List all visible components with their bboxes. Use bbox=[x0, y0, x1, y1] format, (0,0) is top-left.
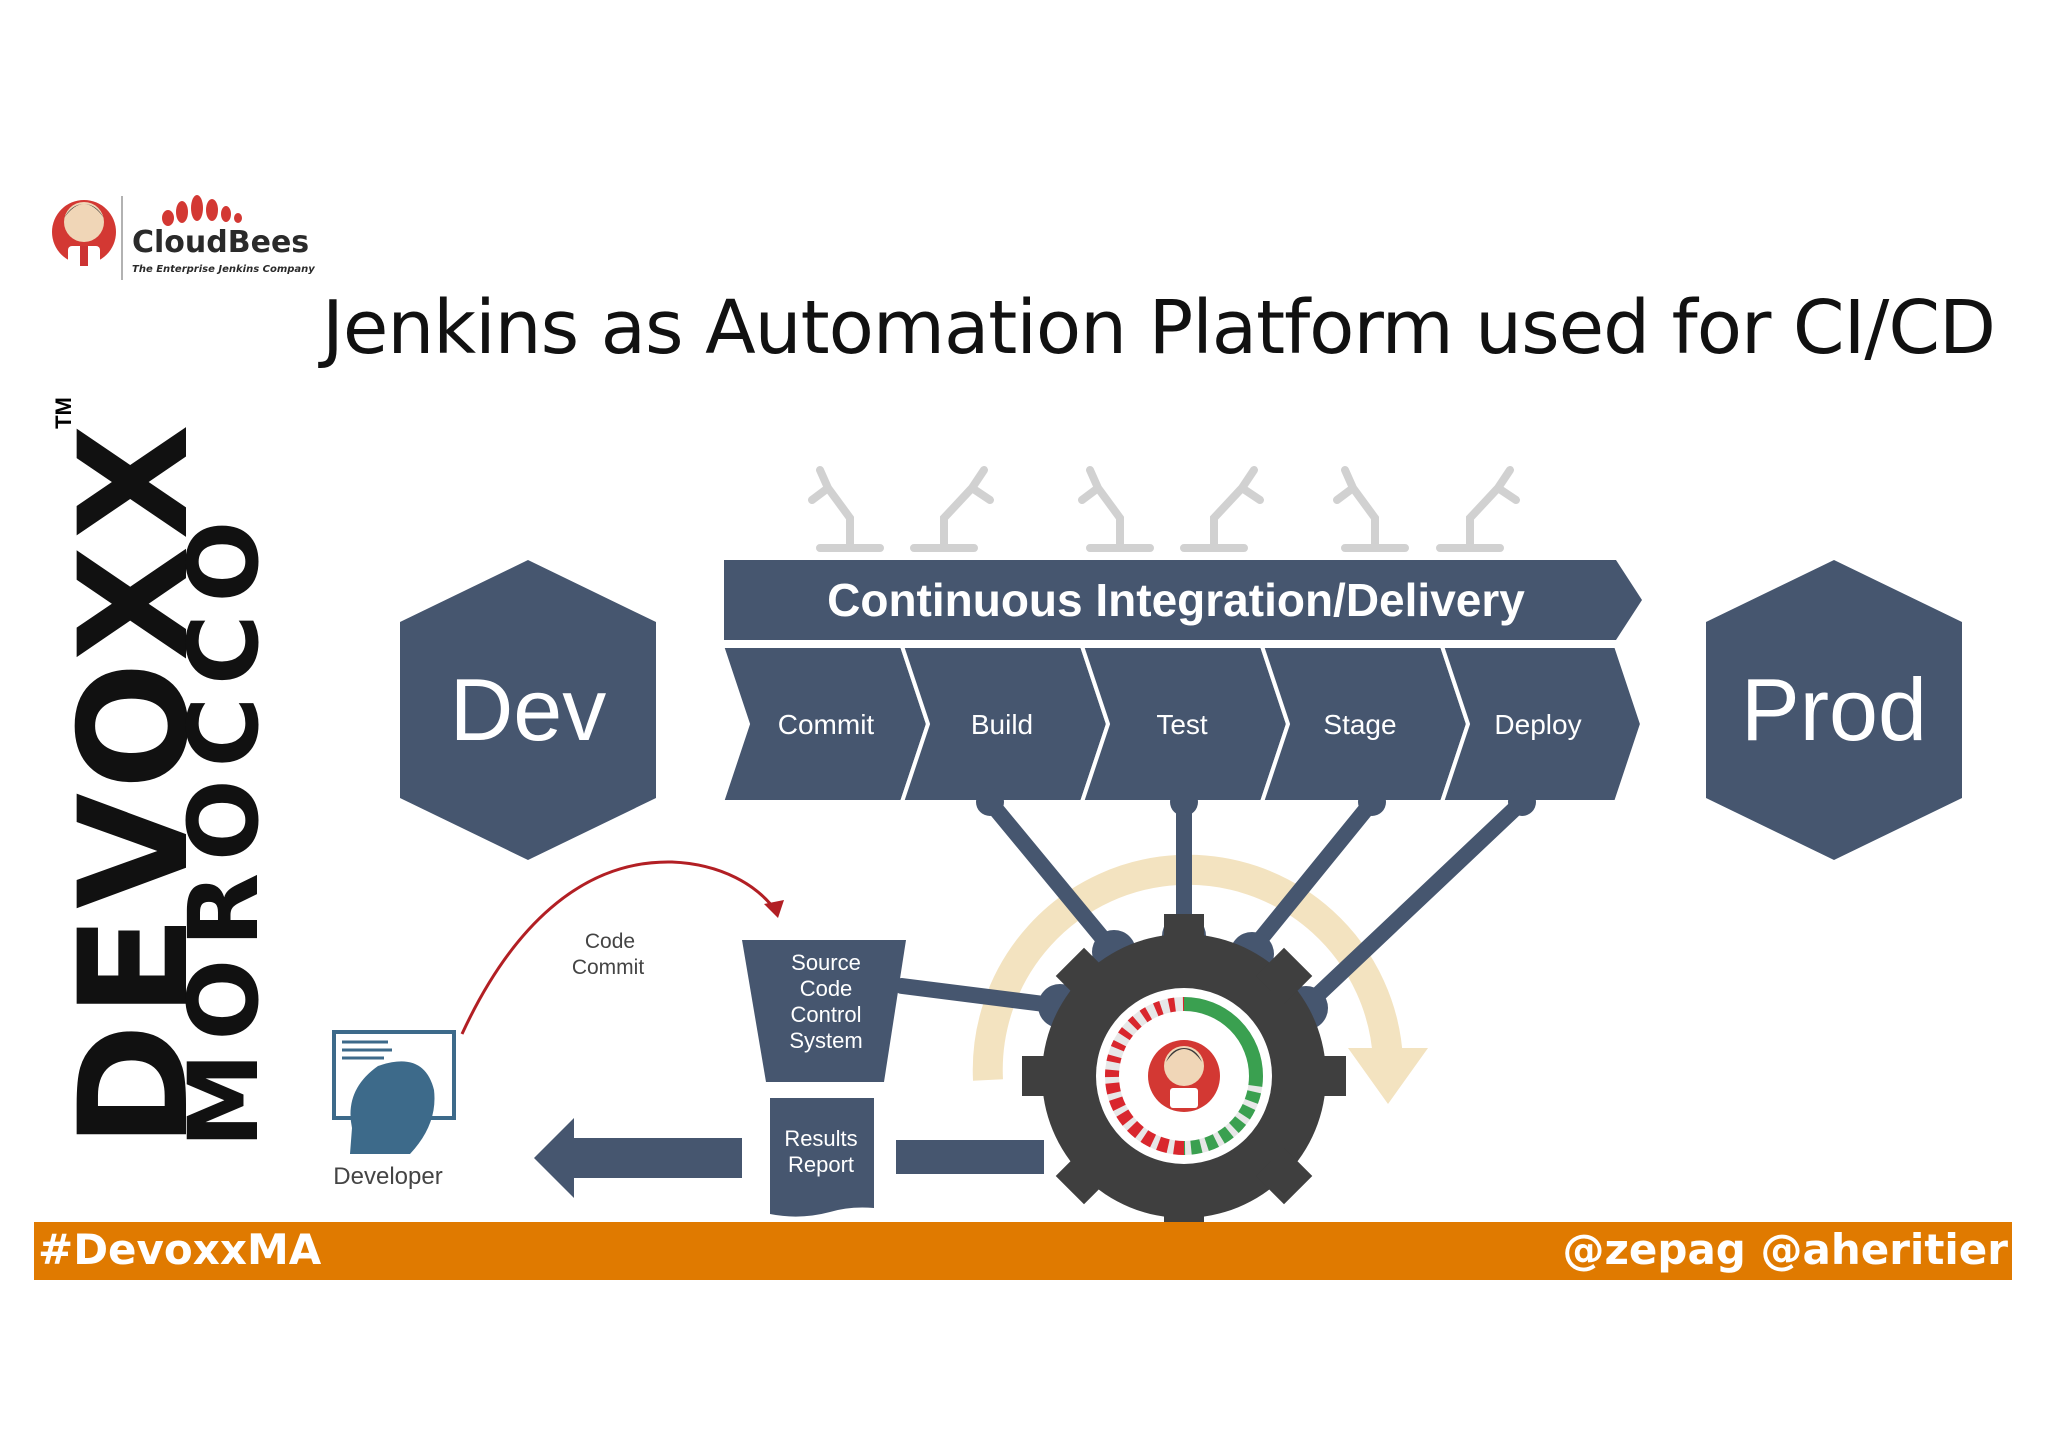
trademark-mark: TM bbox=[50, 397, 76, 429]
results-to-developer-arrow bbox=[534, 1118, 742, 1198]
stage-label-stage: Stage bbox=[1323, 709, 1396, 740]
code-commit-label-line-1: Code bbox=[585, 930, 635, 953]
stage-chevron-deploy bbox=[1439, 644, 1645, 804]
stage-label-commit: Commit bbox=[778, 709, 875, 740]
stage-label-build: Build bbox=[971, 709, 1033, 740]
prod-hexagon bbox=[1706, 560, 1962, 860]
brand-tagline: The Enterprise Jenkins Company bbox=[132, 264, 315, 275]
results-label-line-2: Report bbox=[788, 1152, 854, 1177]
scm-label-line-3: Control bbox=[791, 1002, 862, 1027]
gear-icon bbox=[1022, 914, 1346, 1238]
pipeline-header-arrow bbox=[724, 560, 1642, 640]
stage-label-test: Test bbox=[1156, 709, 1208, 740]
dev-label: Dev bbox=[450, 660, 607, 759]
pipeline-title: Continuous Integration/Delivery bbox=[827, 574, 1525, 626]
footer-handles: @zepag @aheritier bbox=[1562, 1225, 2008, 1274]
code-commit-label-line-2: Commit bbox=[572, 956, 644, 979]
scm-label-line-2: Code bbox=[800, 976, 853, 1001]
event-location: MOROCCO bbox=[168, 508, 280, 1148]
scm-label-line-1: Source bbox=[791, 950, 861, 975]
jenkins-butler-icon bbox=[1148, 1040, 1220, 1112]
robot-arms-icon bbox=[808, 466, 1520, 552]
brand-name: CloudBees bbox=[132, 225, 310, 260]
stage-label-deploy: Deploy bbox=[1494, 709, 1581, 740]
scm-box bbox=[742, 940, 906, 1082]
developer-icon bbox=[332, 1030, 456, 1154]
cloudbees-logo bbox=[52, 195, 242, 280]
footer-bar bbox=[34, 1222, 2012, 1280]
results-report-doc bbox=[770, 1098, 874, 1217]
prod-label: Prod bbox=[1741, 660, 1927, 759]
cloudbees-mark-icon bbox=[162, 195, 242, 226]
dev-hexagon bbox=[400, 560, 656, 860]
connectors bbox=[894, 794, 1530, 1014]
code-commit-arrow bbox=[460, 860, 780, 1035]
results-label-line-1: Results bbox=[784, 1126, 857, 1151]
stage-chevrons bbox=[719, 644, 1645, 804]
jenkins-butler-icon bbox=[52, 200, 116, 272]
footer-hashtag: #DevoxxMA bbox=[38, 1225, 322, 1274]
page-title: Jenkins as Automation Platform used for … bbox=[322, 285, 1996, 371]
developer-label: Developer bbox=[333, 1163, 442, 1190]
gear-to-results-bar bbox=[896, 1140, 1044, 1174]
scm-label-line-4: System bbox=[789, 1028, 862, 1053]
